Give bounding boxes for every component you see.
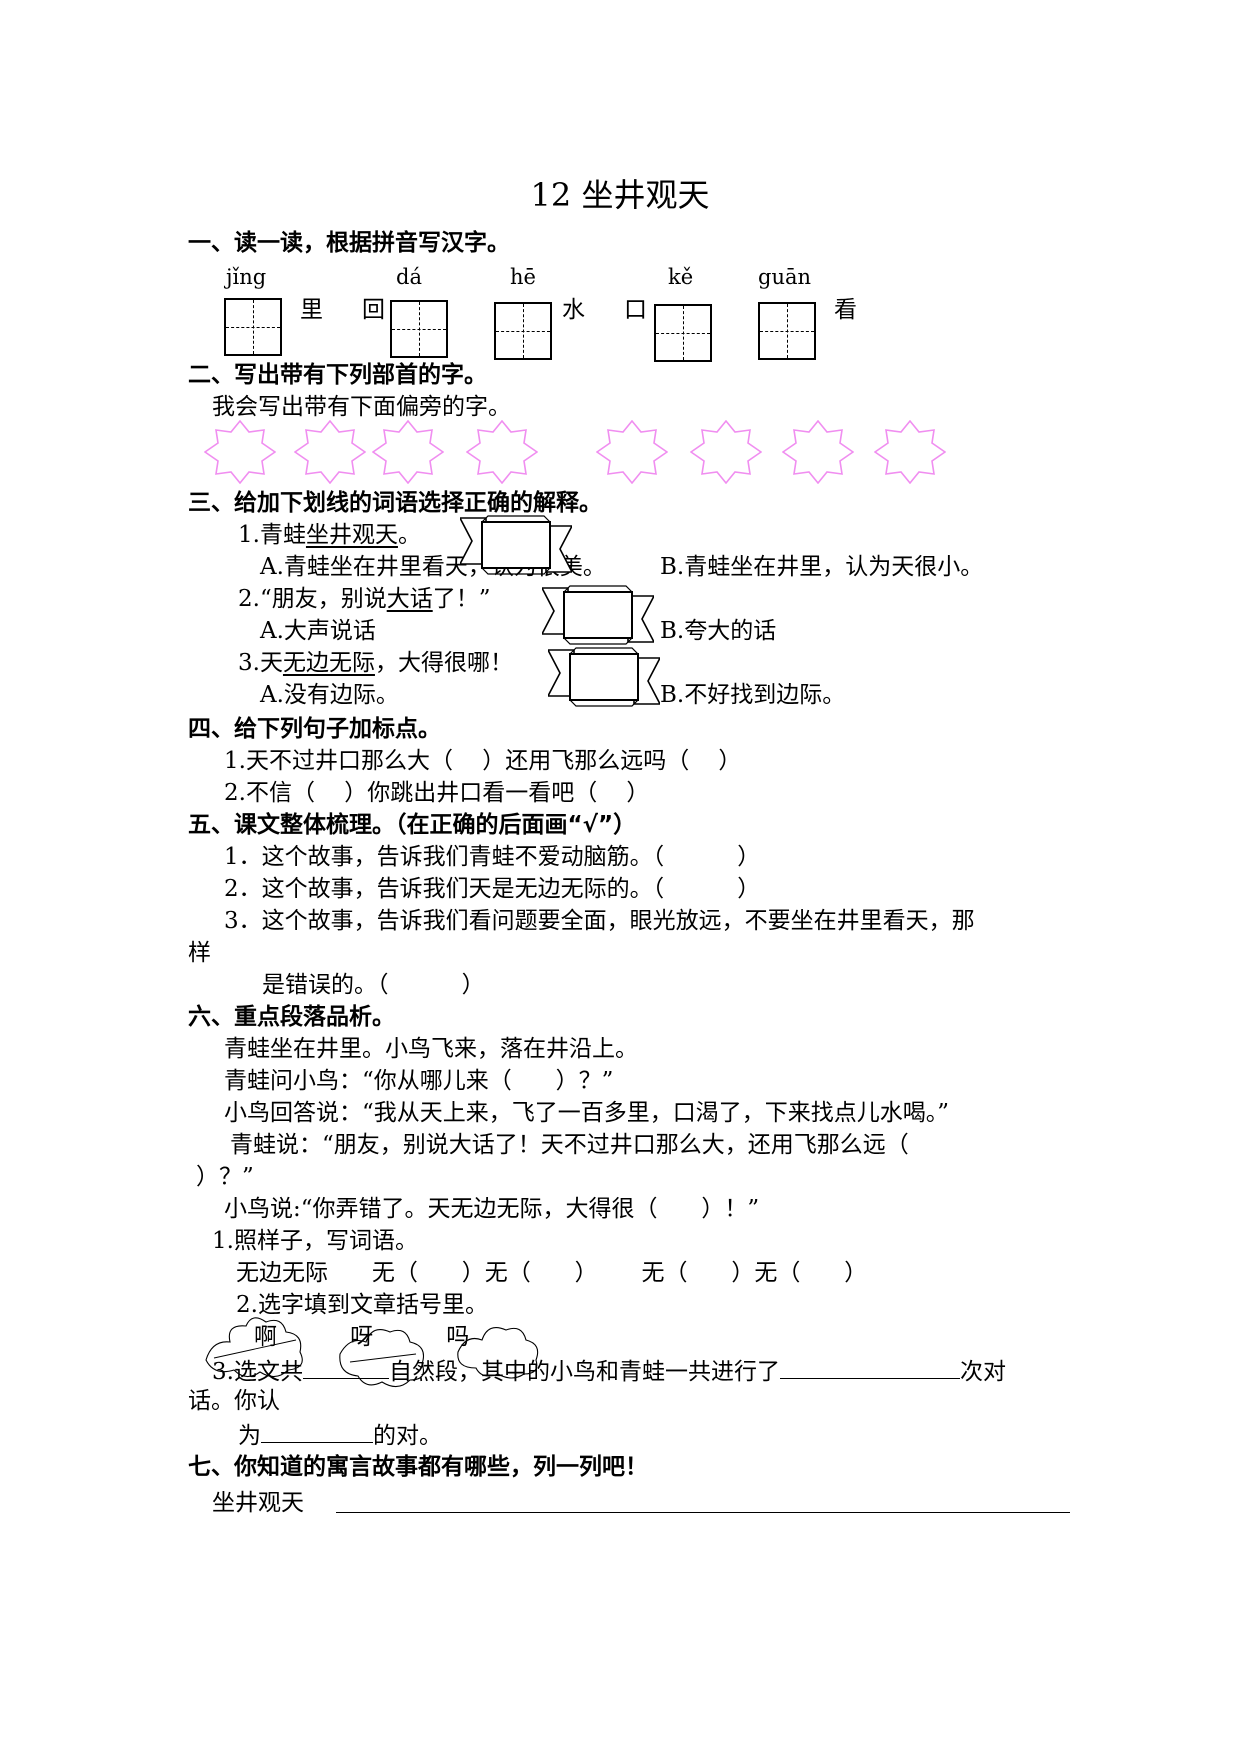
answer-ribbon-2[interactable] — [542, 584, 654, 646]
passage-line-5: 小鸟说:“你弄错了。天无边无际，大得很（ ）！” — [224, 1196, 760, 1222]
passage-line-4-cont: ）？” — [196, 1164, 254, 1190]
writing-grid-5[interactable] — [758, 302, 816, 360]
s4-line-1: 1.天不过井口那么大（ ）还用飞那么远吗（ ） — [224, 748, 742, 774]
s5-line-4: 是错误的。（ ） — [262, 972, 485, 998]
star-box-7[interactable] — [782, 420, 854, 484]
s6-question-1-line: 无边无际 无（ ）无（ ） 无（ ）无（ ） — [236, 1260, 868, 1286]
star-box-2[interactable] — [294, 420, 366, 484]
word-options: 啊 呀 吗 — [254, 1324, 470, 1350]
s6-question-3-cont: 话。你认 — [188, 1388, 280, 1414]
pinyin-1: jǐng — [226, 265, 267, 289]
pinyin-3: hē — [510, 265, 536, 289]
pinyin-4: kě — [668, 265, 694, 289]
passage-line-4: 青蛙说：“朋友，别说大话了！天不过井口那么大，还用飞那么远（ — [230, 1132, 909, 1158]
char-5: 看 — [834, 297, 857, 323]
s5-line-2: 2．这个故事，告诉我们天是无边无际的。（ ） — [224, 876, 761, 902]
q3-2: 2.“朋友，别说大话了！” — [238, 586, 491, 612]
s6-question-3: 3.选文共自然段，其中的小鸟和青蛙一共进行了次对 — [212, 1354, 1006, 1387]
s6-question-3-end: 为的对。 — [238, 1418, 442, 1451]
q3-3-option-a: A.没有边际。 — [260, 682, 399, 708]
q3-3: 3.天无边无际，大得很哪！ — [238, 650, 513, 676]
char-4: 口 — [624, 297, 647, 323]
star-box-1[interactable] — [204, 420, 276, 484]
star-box-5[interactable] — [596, 420, 668, 484]
passage-line-3: 小鸟回答说：“我从天上来，飞了一百多里，口渴了，下来找点儿水喝。” — [224, 1100, 950, 1126]
q3-1: 1.青蛙坐井观天。 — [238, 522, 421, 548]
char-3: 水 — [562, 297, 585, 323]
writing-grid-1[interactable] — [224, 298, 282, 356]
leaf-icon-2 — [339, 1329, 425, 1388]
writing-grid-4[interactable] — [654, 304, 712, 362]
passage-line-2: 青蛙问小鸟：“你从哪儿来（ ）？” — [224, 1068, 614, 1094]
answer-line[interactable] — [336, 1512, 1070, 1513]
star-box-3[interactable] — [372, 420, 444, 484]
q3-3-option-b: B.不好找到边际。 — [660, 682, 846, 708]
section-6-heading: 六、重点段落品析。 — [188, 1004, 395, 1030]
pinyin-2: dá — [396, 265, 422, 289]
char-2: 回 — [362, 297, 385, 323]
s4-line-2: 2.不信（ ）你跳出井口看一看吧（ ） — [224, 780, 650, 806]
section-4-heading: 四、给下列句子加标点。 — [188, 716, 441, 742]
passage-line-1: 青蛙坐在井里。小鸟飞来，落在井沿上。 — [224, 1036, 638, 1062]
section-1-heading: 一、读一读，根据拼音写汉字。 — [188, 230, 510, 256]
section-5-heading: 五、课文整体梳理。（在正确的后面画“√”） — [188, 812, 637, 838]
s6-question-2: 2.选字填到文章括号里。 — [236, 1292, 488, 1318]
writing-grid-2[interactable] — [390, 300, 448, 358]
q3-2-option-b: B.夸大的话 — [660, 618, 777, 644]
star-box-6[interactable] — [690, 420, 762, 484]
leaf-icon-1 — [205, 1317, 303, 1378]
q3-2-option-a: A.大声说话 — [260, 618, 376, 644]
section-3-heading: 三、给加下划线的词语选择正确的解释。 — [188, 490, 602, 516]
char-1: 里 — [300, 297, 323, 323]
section-7-heading: 七、你知道的寓言故事都有哪些，列一列吧！ — [188, 1454, 648, 1480]
section-2-line: 我会写出带有下面偏旁的字。 — [212, 394, 511, 420]
q3-1-option-b: B.青蛙坐在井里，认为天很小。 — [660, 554, 984, 580]
fable-first: 坐井观天 — [212, 1490, 304, 1516]
leaf-icon-3 — [457, 1327, 539, 1379]
answer-ribbon-3[interactable] — [548, 646, 660, 708]
writing-grid-3[interactable] — [494, 302, 552, 360]
s5-line-3: 3．这个故事，告诉我们看问题要全面，眼光放远，不要坐在井里看天，那 — [224, 908, 975, 934]
pinyin-5: guān — [758, 265, 812, 289]
s5-line-3-cont: 样 — [188, 940, 211, 966]
section-2-heading: 二、写出带有下列部首的字。 — [188, 362, 487, 388]
s6-question-1: 1.照样子，写词语。 — [212, 1228, 418, 1254]
star-box-4[interactable] — [466, 420, 538, 484]
s5-line-1: 1．这个故事，告诉我们青蛙不爱动脑筋。（ ） — [224, 844, 761, 870]
answer-ribbon-1[interactable] — [460, 514, 572, 576]
page-title: 12 坐井观天 — [530, 176, 710, 214]
star-box-8[interactable] — [874, 420, 946, 484]
